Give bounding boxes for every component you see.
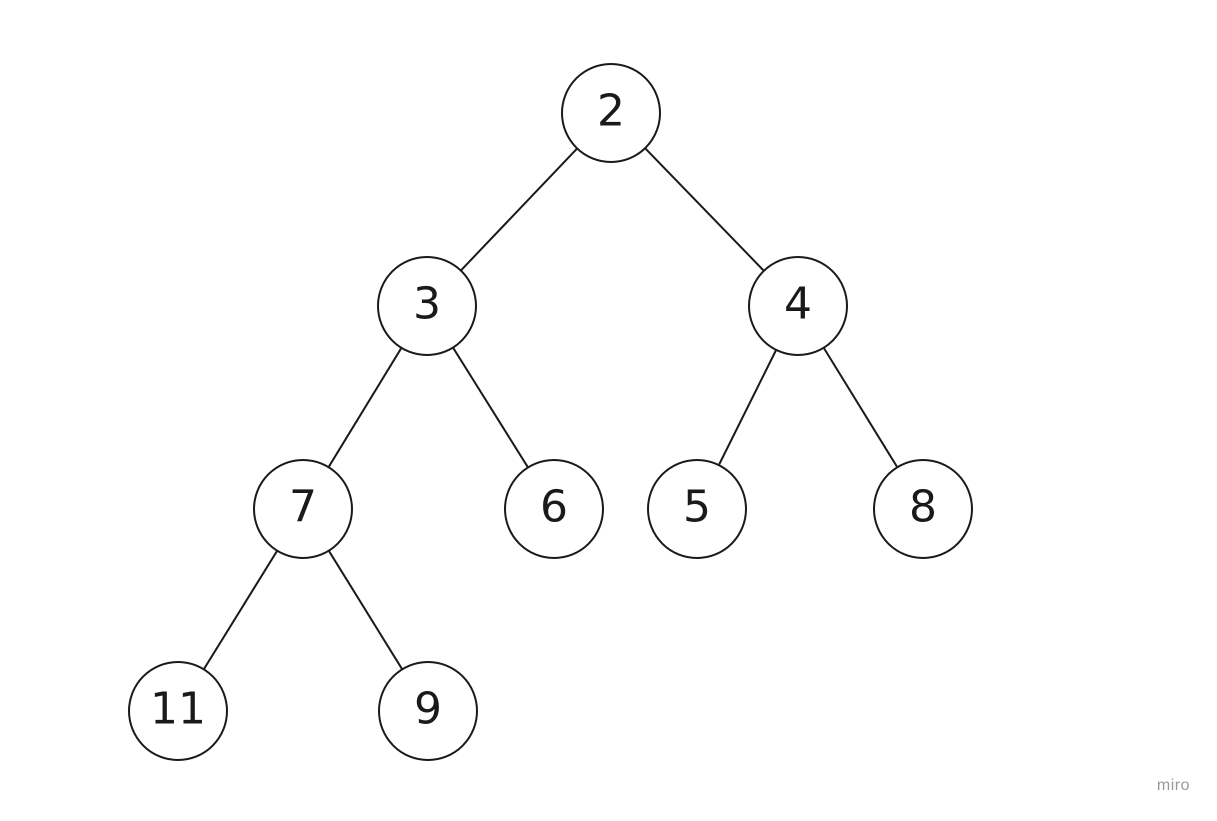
edge-n7-n11 <box>202 549 279 671</box>
tree-node-3: 3 <box>377 256 477 356</box>
tree-edges <box>202 147 899 671</box>
node-circle <box>378 661 478 761</box>
node-label: 3 <box>413 279 441 330</box>
node-label: 7 <box>289 482 317 533</box>
node-label: 5 <box>683 482 711 533</box>
edge-n4-n8 <box>822 346 899 469</box>
node-label: 6 <box>540 482 568 533</box>
node-circle <box>748 256 848 356</box>
tree-node-4: 4 <box>748 256 848 356</box>
tree-node-8: 8 <box>873 459 973 559</box>
node-circle <box>377 256 477 356</box>
node-circle <box>561 63 661 163</box>
miro-watermark: miro <box>1156 777 1190 794</box>
edge-n2-n3 <box>459 147 579 272</box>
node-label: 8 <box>909 482 937 533</box>
node-circle <box>504 459 604 559</box>
edge-n4-n5 <box>717 348 778 467</box>
tree-node-11: 11 <box>128 661 228 761</box>
edge-n3-n6 <box>451 346 530 469</box>
tree-nodes: 2 3 4 7 6 5 8 11 9 <box>128 63 973 761</box>
node-label: 11 <box>150 684 206 735</box>
node-label: 4 <box>784 279 812 330</box>
tree-node-6: 6 <box>504 459 604 559</box>
node-circle <box>873 459 973 559</box>
node-circle <box>647 459 747 559</box>
tree-node-5: 5 <box>647 459 747 559</box>
node-label: 2 <box>597 86 625 137</box>
node-circle <box>128 661 228 761</box>
edge-n3-n7 <box>327 346 403 469</box>
tree-node-2: 2 <box>561 63 661 163</box>
node-circle <box>253 459 353 559</box>
edge-n7-n9 <box>327 549 404 671</box>
node-label: 9 <box>414 684 442 735</box>
edge-n2-n4 <box>644 147 765 272</box>
tree-node-9: 9 <box>378 661 478 761</box>
tree-node-7: 7 <box>253 459 353 559</box>
